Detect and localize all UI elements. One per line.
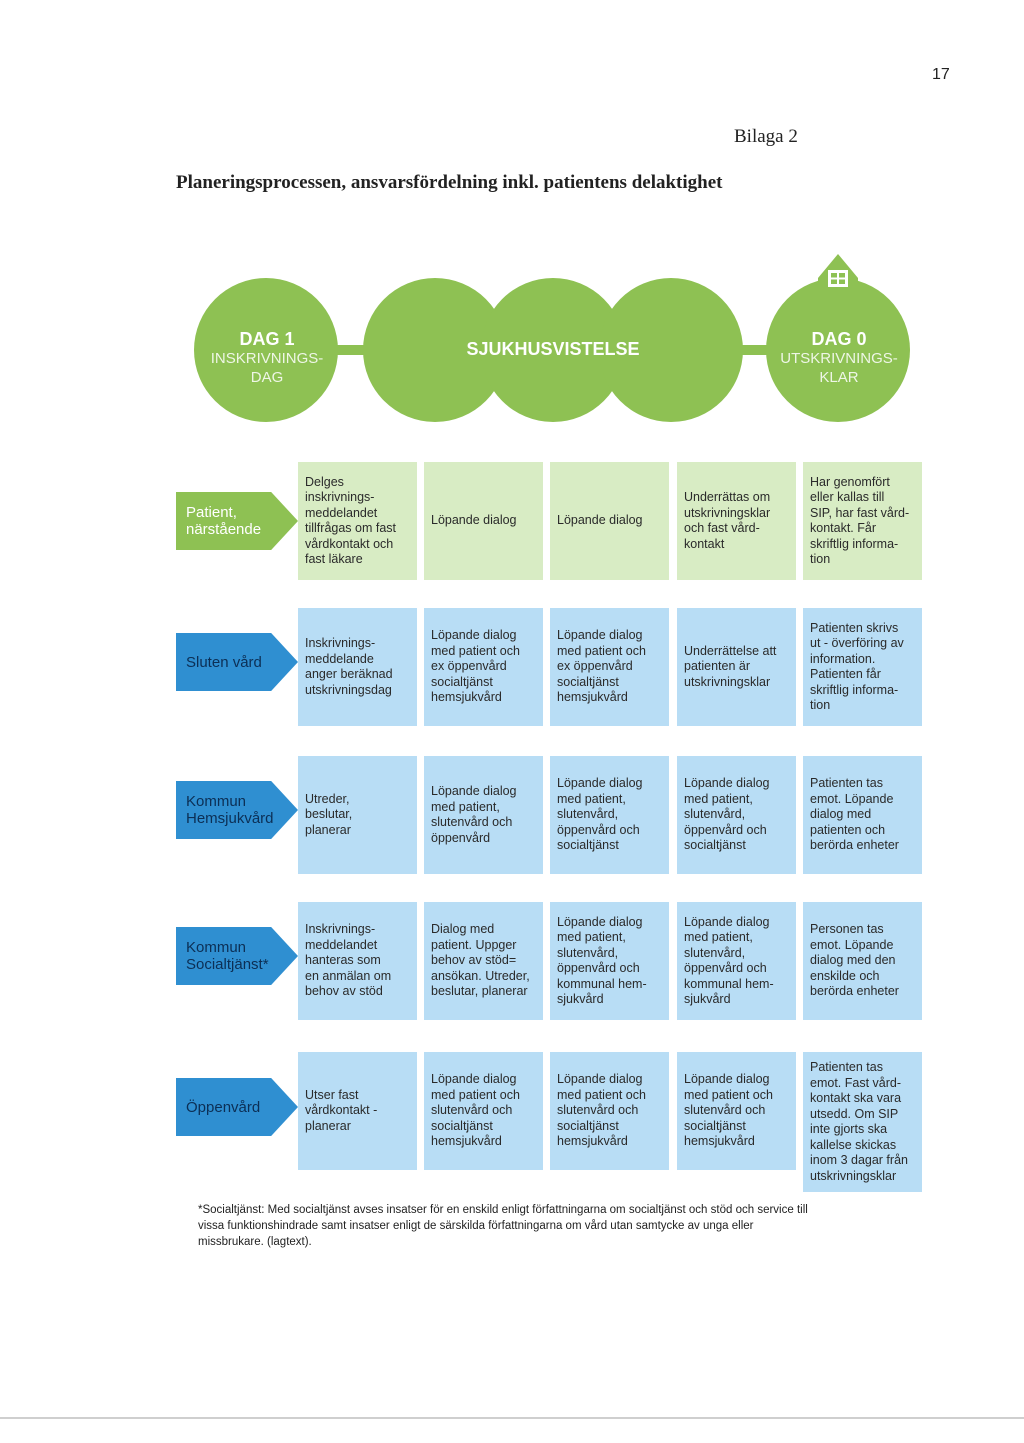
timeline: DAG 1 INSKRIVNINGS- DAG SJUKHUSVISTELSE … (190, 218, 930, 448)
table-cell: Löpande dialog med patient och slutenvår… (424, 1052, 543, 1170)
day0-label: DAG 0 UTSKRIVNINGS- KLAR (766, 330, 912, 387)
cell-text: Har genomfört eller kallas till SIP, har… (810, 474, 910, 567)
table-cell: Har genomfört eller kallas till SIP, har… (803, 462, 922, 580)
cell-text: Löpande dialog med patient och ex öppenv… (431, 628, 520, 705)
day0-title: DAG 0 (811, 329, 867, 349)
row-label-line1: Kommun (186, 793, 247, 810)
day0-circle (766, 278, 910, 422)
table-cell: Löpande dialog med patient, slutenvård, … (550, 902, 669, 1020)
row-label-sluten-vard: Sluten vård (176, 633, 298, 691)
hospital-circle-2 (481, 278, 625, 422)
bottom-divider (0, 1417, 1024, 1419)
row-label-patient: Patient,närstående (176, 492, 298, 550)
table-cell: Utreder, beslutar, planerar (298, 756, 417, 874)
table-cell: Löpande dialog (550, 462, 669, 580)
responsibility-row-sluten-vard: Sluten vård Inskrivnings- meddelande ang… (176, 608, 926, 726)
table-cell: Underrättelse att patienten är utskrivni… (677, 608, 796, 726)
cell-text: Patienten tas emot. Löpande dialog med p… (810, 776, 899, 853)
document-title: Planeringsprocessen, ansvarsfördelning i… (176, 172, 723, 193)
cell-text: Underrättas om utskrivningsklar och fast… (684, 490, 771, 551)
table-cell: Personen tas emot. Löpande dialog med de… (803, 902, 922, 1020)
row-label-line1: Patient, (186, 504, 237, 521)
cell-text: Inskrivnings- meddelande anger beräknad … (305, 636, 393, 697)
cell-text: Löpande dialog med patient och slutenvår… (557, 1072, 646, 1149)
day0-subtitle: UTSKRIVNINGS- KLAR (780, 350, 898, 386)
table-cell: Patienten skrivs ut - överföring av info… (803, 608, 922, 726)
hospital-stay-label: SJUKHUSVISTELSE (435, 340, 671, 359)
cell-text: Personen tas emot. Löpande dialog med de… (810, 922, 899, 999)
cell-text: Löpande dialog (431, 513, 517, 528)
table-cell: Löpande dialog med patient, slutenvård o… (424, 756, 543, 874)
hospital-circle-1 (363, 278, 507, 422)
row-label-line1: Öppenvård (186, 1098, 261, 1116)
table-cell: Löpande dialog med patient och ex öppenv… (550, 608, 669, 726)
cell-text: Inskrivnings- meddelandet hanteras som e… (305, 922, 392, 999)
day1-title: DAG 1 (239, 329, 295, 349)
cell-text: Löpande dialog med patient och slutenvår… (684, 1072, 773, 1149)
footnote: *Socialtjänst: Med socialtjänst avses in… (198, 1204, 808, 1248)
responsibility-row-patient: Patient,närstående Delges inskrivnings- … (176, 462, 926, 580)
table-cell: Patienten tas emot. Löpande dialog med p… (803, 756, 922, 874)
table-cell: Löpande dialog (424, 462, 543, 580)
table-cell: Löpande dialog med patient och ex öppenv… (424, 608, 543, 726)
table-cell: Löpande dialog med patient, slutenvård, … (677, 756, 796, 874)
table-cell: Patienten tas emot. Fast vård- kontakt s… (803, 1052, 922, 1192)
table-cell: Underrättas om utskrivningsklar och fast… (677, 462, 796, 580)
row-label-line2: Socialtjänst* (186, 956, 269, 973)
cell-text: Löpande dialog med patient, slutenvård, … (557, 914, 647, 1007)
day1-subtitle: INSKRIVNINGS- DAG (210, 350, 324, 386)
appendix-label: Bilaga 2 (734, 126, 798, 147)
row-label-line1: Sluten vård (186, 653, 262, 671)
cell-text: Löpande dialog med patient, slutenvård o… (431, 784, 517, 845)
row-label-line2: Hemsjukvård (186, 810, 274, 827)
cell-text: Löpande dialog med patient, slutenvård, … (684, 776, 770, 853)
table-cell: Löpande dialog med patient och slutenvår… (550, 1052, 669, 1170)
row-label-oppenvard: Öppenvård (176, 1078, 298, 1136)
hospital-stay-title: SJUKHUSVISTELSE (466, 339, 640, 359)
table-cell: Dialog med patient. Uppger behov av stöd… (424, 902, 543, 1020)
cell-text: Löpande dialog (557, 513, 643, 528)
house-icon (818, 254, 858, 296)
cell-text: Löpande dialog med patient och ex öppenv… (557, 628, 646, 705)
cell-text: Utreder, beslutar, planerar (305, 791, 353, 837)
table-cell: Utser fast vårdkontakt - planerar (298, 1052, 417, 1170)
cell-text: Delges inskrivnings- meddelandet tillfrå… (305, 474, 397, 567)
table-cell: Löpande dialog med patient, slutenvård, … (550, 756, 669, 874)
responsibility-row-oppenvard: Öppenvård Utser fast vårdkontakt - plane… (176, 1052, 926, 1192)
cell-text: Patienten tas emot. Fast vård- kontakt s… (810, 1060, 908, 1183)
timeline-graphic (194, 254, 910, 422)
cell-text: Löpande dialog med patient, slutenvård, … (557, 776, 643, 853)
page-number: 17 (932, 66, 950, 83)
day1-circle (194, 278, 338, 422)
table-cell: Inskrivnings- meddelandet hanteras som e… (298, 902, 417, 1020)
hospital-circle-3 (599, 278, 743, 422)
table-cell: Delges inskrivnings- meddelandet tillfrå… (298, 462, 417, 580)
row-label-line1: Kommun (186, 939, 247, 956)
cell-text: Löpande dialog med patient och slutenvår… (431, 1072, 520, 1149)
cell-text: Patienten skrivs ut - överföring av info… (810, 620, 904, 713)
cell-text: Löpande dialog med patient, slutenvård, … (684, 914, 774, 1007)
table-cell: Löpande dialog med patient och slutenvår… (677, 1052, 796, 1170)
cell-text: Underrättelse att patienten är utskrivni… (684, 643, 777, 689)
day1-label: DAG 1 INSKRIVNINGS- DAG (194, 330, 340, 387)
row-label-line2: närstående (186, 521, 262, 538)
cell-text: Dialog med patient. Uppger behov av stöd… (431, 922, 530, 999)
table-cell: Inskrivnings- meddelande anger beräknad … (298, 608, 417, 726)
cell-text: Utser fast vårdkontakt - planerar (305, 1087, 378, 1133)
table-cell: Löpande dialog med patient, slutenvård, … (677, 902, 796, 1020)
